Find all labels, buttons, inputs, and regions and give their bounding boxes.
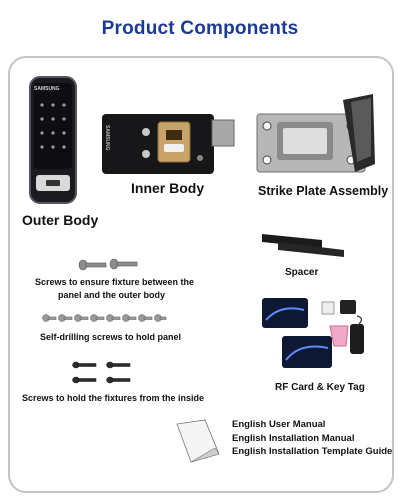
manuals-list: English User Manual English Installation… xyxy=(232,418,392,459)
inner-body-label: Inner Body xyxy=(131,180,205,196)
strike-plate-label: Strike Plate Assembly xyxy=(258,184,389,198)
fixture-screws-label-line1: Screws to ensure fixture between the xyxy=(35,277,195,287)
manual-item: English Installation Template Guide xyxy=(232,446,393,457)
rf-card-image xyxy=(262,298,364,368)
inside-screws-label: Screws to hold the fixtures from the ins… xyxy=(22,393,205,403)
fixture-screws-label-line2: panel and the outer body xyxy=(58,290,166,300)
page-title: Product Components xyxy=(101,18,299,39)
rf-card-label: RF Card & Key Tag xyxy=(275,382,365,393)
self-drilling-screws-label: Self-drilling screws to hold panel xyxy=(40,332,182,342)
manual-icon xyxy=(176,419,220,463)
outer-body-label: Outer Body xyxy=(22,212,99,228)
fixture-screws-image xyxy=(78,258,138,271)
outer-body-image xyxy=(29,76,77,204)
manual-item: English Installation Manual xyxy=(232,432,355,444)
inner-body-brand: SAMSUNG xyxy=(104,125,110,151)
spacer-label: Spacer xyxy=(285,267,319,278)
manual-item: English User Manual xyxy=(232,419,326,430)
inside-screws-image xyxy=(72,361,131,384)
inner-body-image xyxy=(102,114,235,174)
self-drilling-screws-image xyxy=(42,314,167,322)
outer-body-brand: SAMSUNG xyxy=(34,86,60,92)
strike-plate-image xyxy=(256,94,375,173)
spacer-image xyxy=(262,234,344,257)
